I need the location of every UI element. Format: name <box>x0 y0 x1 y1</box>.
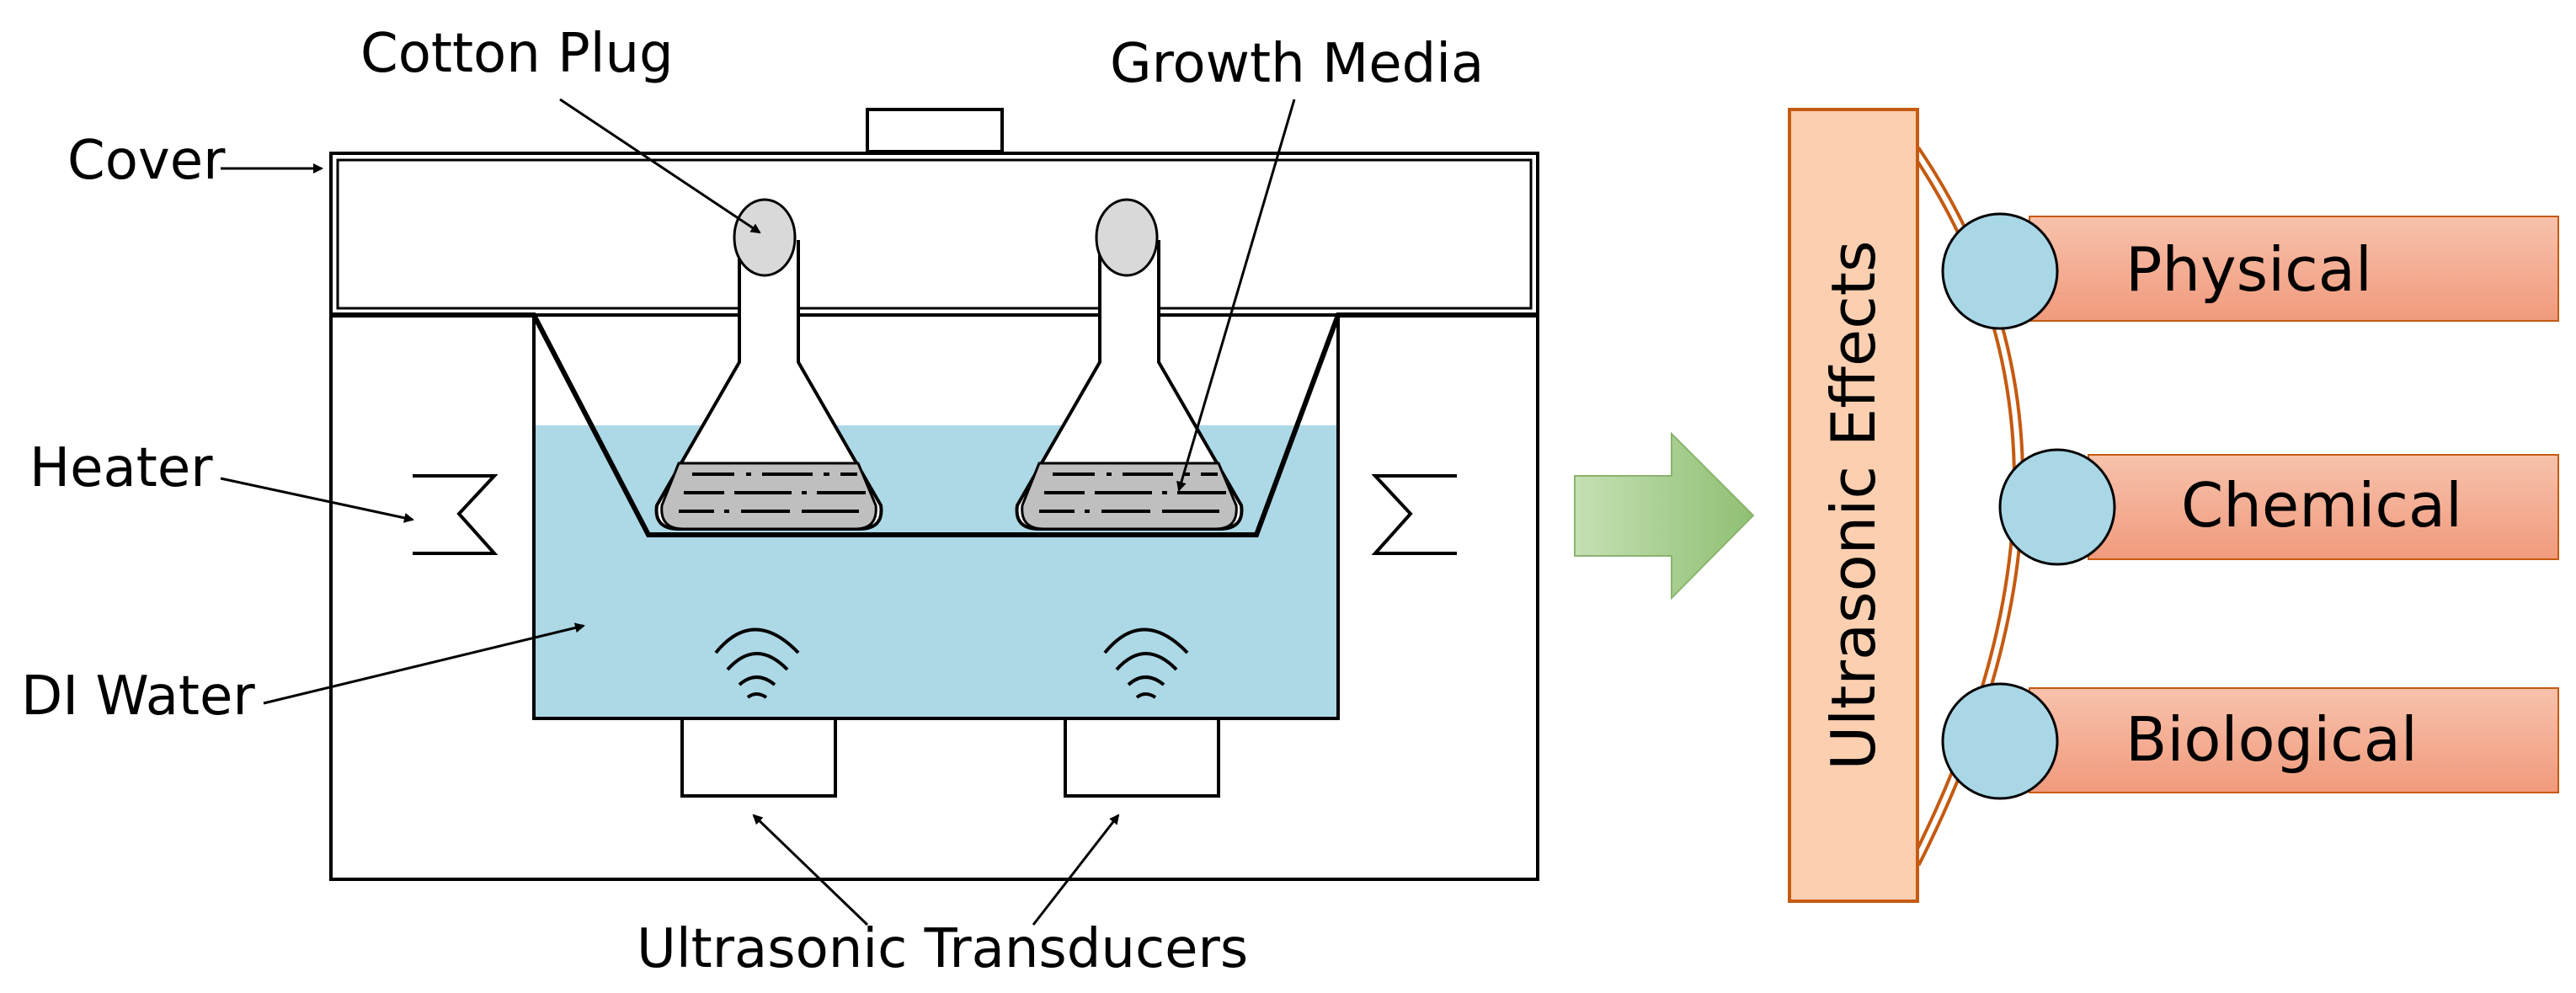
effect-bullet-physical <box>1941 212 2059 330</box>
cotton-plug-left <box>733 198 797 277</box>
ultrasound-wave-icon-right <box>1103 627 1189 699</box>
transducer-right <box>1064 717 1220 798</box>
cotton-plug-right <box>1095 198 1159 277</box>
effect-bullet-chemical <box>1998 448 2116 566</box>
ultrasound-wave-icon-left <box>714 627 800 699</box>
right-arrow-icon <box>1574 431 1755 601</box>
label-growth-media: Growth Media <box>1110 33 1484 95</box>
effect-bar-physical <box>2029 216 2559 322</box>
label-heater: Heater <box>29 437 213 499</box>
transducer-left <box>680 717 837 798</box>
effects-title: Ultrasonic Effects <box>1818 240 1889 770</box>
label-ultrasonic-transducers: Ultrasonic Transducers <box>637 918 1248 980</box>
cover <box>329 152 1539 317</box>
effects-title-bar <box>1788 108 1919 903</box>
flask-left <box>654 198 883 531</box>
ultrasonic-bath <box>329 108 1539 881</box>
heater-left <box>413 474 499 555</box>
effect-label-biological: Biological <box>2125 704 2418 775</box>
effect-label-chemical: Chemical <box>2181 470 2462 541</box>
label-cotton-plug: Cotton Plug <box>360 23 674 85</box>
effect-bar-biological <box>2029 687 2559 793</box>
label-di-water: DI Water <box>21 665 255 728</box>
effect-bullet-biological <box>1941 682 2059 800</box>
cover-handle <box>866 108 1004 153</box>
effect-label-physical: Physical <box>2125 234 2372 305</box>
heater-right <box>1371 474 1457 555</box>
effect-bar-chemical <box>2088 454 2559 560</box>
ultrasonic-effects: Physical Chemical Biological Ultrasonic … <box>1788 108 2559 903</box>
inner-tray <box>331 312 1538 537</box>
label-cover: Cover <box>67 130 226 192</box>
leader-arrows <box>220 98 1296 926</box>
